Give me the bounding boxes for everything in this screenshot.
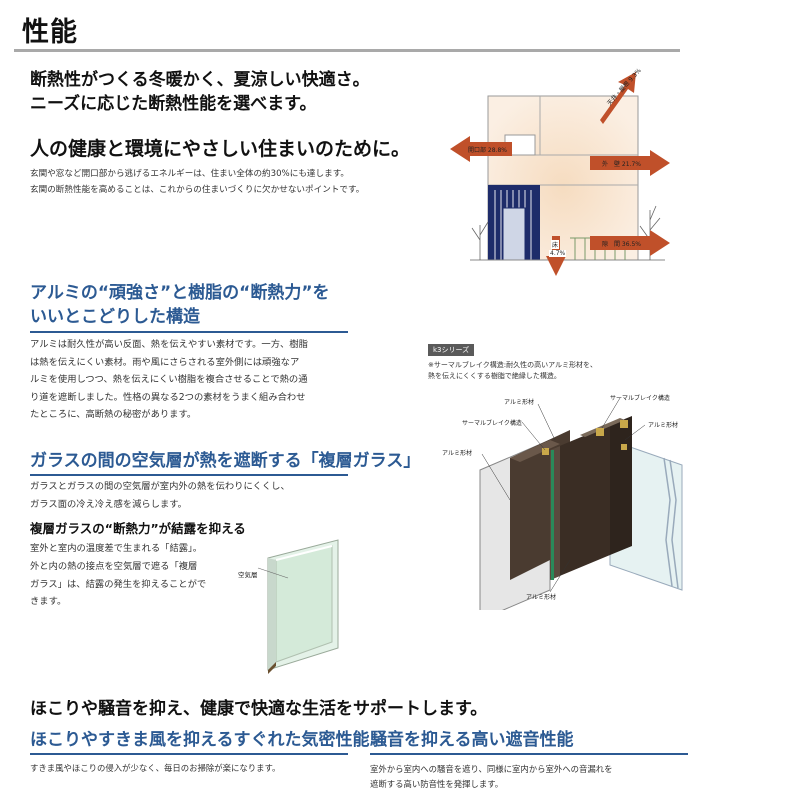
glass-divider xyxy=(30,474,348,476)
wall-loss-label: 外 壁 21.7% xyxy=(602,161,641,168)
alu-label-top: アルミ形材 xyxy=(504,399,534,406)
opening-loss-label: 開口部 28.8% xyxy=(468,147,507,154)
alu-label-bottom: アルミ形材 xyxy=(526,594,556,601)
airtight-heading: ほこりやすきま風を抑えるすぐれた気密性能 xyxy=(30,730,370,750)
alu-label-left: アルミ形材 xyxy=(442,450,472,457)
aluminum-body-line: アルミは耐久性が高い反面、熱を伝えやすい素材です。一方、樹脂 xyxy=(30,339,308,350)
series-badge: k3シリーズ xyxy=(428,344,475,356)
condensation-body: 室外と室内の温度差で生まれる「結露」。 外と内の熱の接点を空気層で遮る「複層 ガ… xyxy=(30,540,245,611)
condensation-body-line: きます。 xyxy=(30,596,67,608)
house-heat-loss-diagram: 天井・屋根 9.3% 開口部 28.8% 外 壁 21.7% 隙 間 36.5%… xyxy=(440,60,680,280)
support-heading: ほこりや騒音を抑え、健康で快適な生活をサポートします。 xyxy=(30,699,488,719)
glass-heading: ガラスの間の空気層が熱を遮断する「複層ガラス」 xyxy=(30,451,421,471)
series-note-line2: 熱を伝えにくくする樹脂で絶縁した構造。 xyxy=(428,372,561,380)
soundproof-heading: 騒音を抑える高い遮音性能 xyxy=(370,730,574,750)
aluminum-body-line: たところに、高断熱の秘密があります。 xyxy=(30,409,197,421)
health-heading: 人の健康と環境にやさしい住まいのために。 xyxy=(30,138,411,160)
intro-body: 玄関や窓など開口部から逃げるエネルギーは、住まい全体の約30%にも達します。 玄… xyxy=(30,166,450,198)
intro-heading-line2: ニーズに応じた断熱性能を選べます。 xyxy=(30,94,317,114)
aluminum-heading-line1: アルミの“頑強さ”と樹脂の“断熱力”を xyxy=(30,283,330,303)
aluminum-heading: アルミの“頑強さ”と樹脂の“断熱力”を いいとこどりした構造 xyxy=(30,281,360,329)
soundproof-body-line2: 遮断する高い防音性を発揮します。 xyxy=(370,779,504,789)
intro-heading: 断熱性がつくる冬暖かく、夏涼しい快適さ。 ニーズに応じた断熱性能を選べます。 xyxy=(30,68,480,116)
double-glass-illustration: 空気層 xyxy=(238,538,358,678)
glass-body: ガラスとガラスの間の空気層が室内外の熱を伝わりにくくし、 ガラス面の冷え冷え感を… xyxy=(30,478,350,513)
thermal-label-top: サーマルブレイク構造 xyxy=(610,395,670,402)
soundproof-divider xyxy=(370,753,688,755)
soundproof-body: 室外から室内への騒音を遮り、同様に室内から室外への音漏れを 遮断する高い防音性を… xyxy=(370,762,700,792)
intro-heading-line1: 断熱性がつくる冬暖かく、夏涼しい快適さ。 xyxy=(30,70,370,90)
aluminum-heading-line2: いいとこどりした構造 xyxy=(30,307,200,327)
glass-body-line1: ガラスとガラスの間の空気層が室内外の熱を伝わりにくくし、 xyxy=(30,481,290,492)
aluminum-body-line: は熱を伝えにくい素材。雨や風にさらされる室外側には頑強なア xyxy=(30,356,300,368)
aluminum-body: アルミは耐久性が高い反面、熱を伝えやすい素材です。一方、樹脂 は熱を伝えにくい素… xyxy=(30,336,350,424)
soundproof-body-line1: 室外から室内への騒音を遮り、同様に室内から室外への音漏れを xyxy=(370,764,613,774)
condensation-body-line: 外と内の熱の接点を空気層で遮る「複層 xyxy=(30,560,198,572)
frame-section-svg xyxy=(479,397,683,621)
house-illustration xyxy=(450,72,670,276)
title-divider xyxy=(14,49,680,52)
aluminum-body-line: り道を遮断しました。性格の異なる2つの素材をうまく組み合わせ xyxy=(30,391,306,403)
airtight-body: すきま風やほこりの侵入が少なく、毎日のお掃除が楽になります。 xyxy=(30,763,281,773)
gap-loss-label: 隙 間 36.5% xyxy=(602,241,641,248)
floor-loss-label: 床 xyxy=(551,240,560,249)
intro-body-line1: 玄関や窓など開口部から逃げるエネルギーは、住まい全体の約30%にも達します。 xyxy=(30,169,350,179)
floor-loss-value: 4.7% xyxy=(549,250,567,257)
condensation-heading: 複層ガラスの“断熱力”が結露を抑える xyxy=(30,521,246,536)
aluminum-divider xyxy=(30,331,348,333)
condensation-body-line: ガラス」は、結露の発生を抑えることがで xyxy=(30,578,207,590)
double-glass-svg xyxy=(257,539,339,674)
alu-label-right: アルミ形材 xyxy=(648,422,678,429)
condensation-body-line: 室外と室内の温度差で生まれる「結露」。 xyxy=(30,543,202,554)
page-title: 性能 xyxy=(22,17,78,48)
series-note-line1: ※サーマルブレイク構造:耐久性の高いアルミ形材を、 xyxy=(428,361,598,369)
series-note: ※サーマルブレイク構造:耐久性の高いアルミ形材を、 熱を伝えにくくする樹脂で絶縁… xyxy=(428,360,688,382)
intro-body-line2: 玄関の断熱性能を高めることは、これからの住まいづくりに欠かせないポイントです。 xyxy=(30,185,365,195)
airtight-divider xyxy=(30,753,348,755)
frame-section-diagram: アルミ形材 サーマルブレイク構造 アルミ形材 サーマルブレイク構造 アルミ形材 … xyxy=(420,340,690,621)
aluminum-body-line: ルミを使用しつつ、熱を伝えにくい樹脂を複合させることで熱の通 xyxy=(30,374,308,386)
glass-body-line2: ガラス面の冷え冷え感を減らします。 xyxy=(30,498,187,510)
thermal-label-left: サーマルブレイク構造 xyxy=(462,420,522,427)
air-layer-label: 空気層 xyxy=(238,571,258,579)
